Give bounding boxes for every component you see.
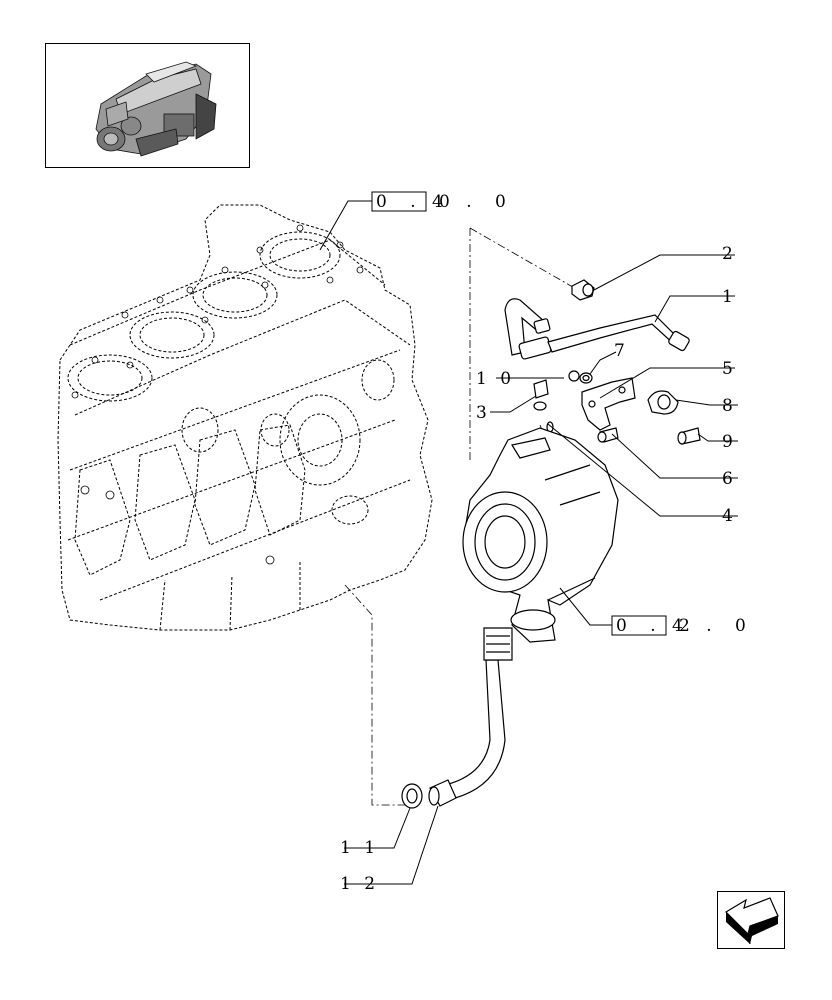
turbo-reference-boxed-text: 0 . 2 [616, 616, 699, 636]
callout-2: 2 [722, 244, 733, 264]
block-reference-boxed-text: 0 . 0 [376, 192, 459, 212]
block-ref-leader [319, 200, 372, 251]
sealing-washer [401, 783, 423, 809]
union-fitting [571, 279, 595, 301]
block-reference-rest-text: 4 . 0 [432, 192, 515, 212]
turbo-reference-box [611, 615, 667, 636]
callout-7: 7 [614, 341, 625, 361]
callout-3: 3 [476, 403, 487, 423]
next-page-arrow-icon [725, 897, 779, 945]
oil-drain-pipe [428, 627, 513, 807]
turbo-ref-leader [559, 587, 612, 626]
block-reference-box [371, 191, 427, 212]
screws [597, 427, 701, 445]
oil-feed-pipe [504, 298, 690, 360]
callout-leaders [344, 254, 738, 885]
turbo-reference[interactable]: 0 . 2 4 . 0 [611, 615, 755, 636]
next-page-button[interactable] [717, 891, 785, 949]
turbocharger-drawing [462, 427, 619, 643]
callout-4: 4 [722, 506, 733, 526]
block-reference[interactable]: 0 . 0 4 . 0 [371, 191, 515, 212]
engine-block-drawing [57, 204, 433, 631]
callout-1: 1 [722, 287, 733, 307]
engine-thumbnail-icon [95, 61, 217, 157]
engine-thumbnail [45, 43, 250, 168]
bracket [581, 377, 636, 431]
callout-5: 5 [722, 359, 733, 379]
callout-9: 9 [722, 432, 733, 452]
callout-11: 1 1 [340, 838, 379, 858]
callout-10: 1 0 [476, 369, 515, 389]
callout-12: 1 2 [340, 874, 379, 894]
callout-8: 8 [722, 396, 733, 416]
turbo-reference-rest-text: 4 . 0 [672, 616, 755, 636]
drain-flange [647, 390, 679, 415]
callout-6: 6 [722, 469, 733, 489]
